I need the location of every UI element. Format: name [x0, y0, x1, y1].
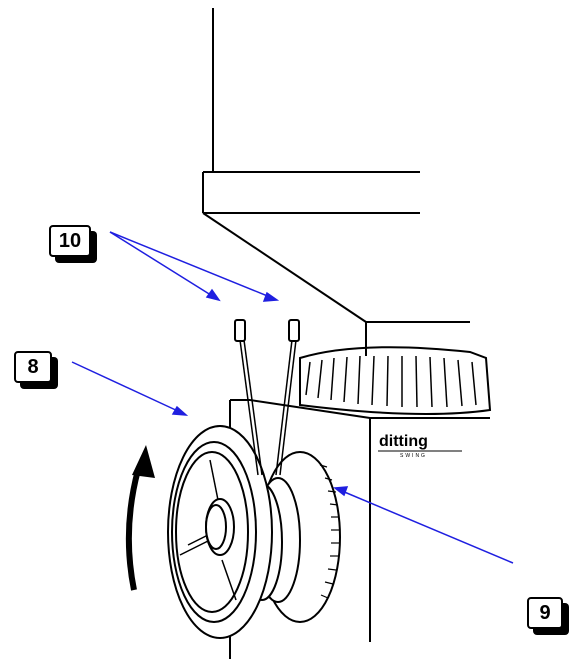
adjustment-ring	[299, 346, 492, 415]
adjustment-pins	[234, 319, 300, 476]
brand-name: ditting	[379, 433, 428, 450]
brand-logo: ditting SWING	[378, 433, 462, 459]
callout-9: 9	[527, 597, 575, 637]
callout-8-label: 8	[14, 351, 52, 383]
rotation-arrow-icon	[125, 445, 155, 591]
brand-sub: SWING	[400, 453, 427, 459]
pointer-arrows	[71, 231, 514, 564]
grinder-upper-body	[202, 8, 470, 356]
callout-10-label: 10	[49, 225, 91, 257]
callout-10: 10	[49, 225, 97, 263]
hand-wheel	[167, 425, 341, 639]
callout-8: 8	[14, 351, 62, 391]
callout-9-label: 9	[527, 597, 563, 629]
